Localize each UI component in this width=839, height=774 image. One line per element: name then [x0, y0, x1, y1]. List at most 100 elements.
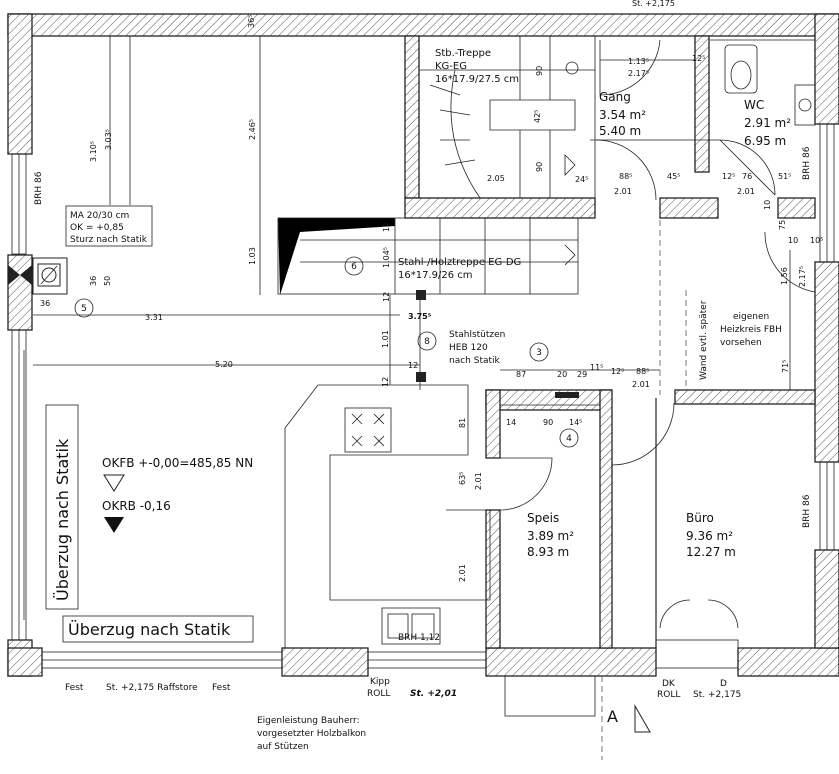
cooktop-burners: [351, 413, 385, 447]
svg-text:A: A: [607, 707, 618, 726]
brh112: BRH 1,12: [398, 633, 440, 643]
top-stair-dim: St. +2,175: [632, 0, 675, 8]
marker-3: 3: [529, 342, 549, 362]
svg-text:36⁵: 36⁵: [247, 15, 256, 28]
svg-text:36: 36: [40, 299, 50, 308]
brh86-right-bottom: BRH 86: [802, 494, 812, 528]
svg-text:12⁵: 12⁵: [692, 54, 705, 63]
svg-text:3.03⁵: 3.03⁵: [104, 129, 113, 150]
svg-text:88⁵: 88⁵: [636, 367, 649, 376]
wall-top: [7, 13, 839, 37]
svg-text:12: 12: [381, 377, 390, 387]
svg-text:51⁵: 51⁵: [778, 172, 791, 181]
wall-right-mid: [814, 261, 839, 463]
svg-text:3.10⁵: 3.10⁵: [89, 141, 98, 162]
svg-text:1.13⁵: 1.13⁵: [628, 57, 649, 66]
svg-text:vorgesetzter Holzbalkon: vorgesetzter Holzbalkon: [257, 729, 366, 739]
bottom-labels: Fest St. +2,175 Raffstore Fest Kipp ROLL…: [65, 677, 741, 700]
svg-text:10⁵: 10⁵: [810, 236, 823, 245]
note-wand: Wand evtl. später: [699, 300, 709, 380]
svg-text:St. +2,175: St. +2,175: [693, 690, 741, 700]
svg-text:nach Statik: nach Statik: [449, 356, 501, 366]
wall-buero-top: [674, 389, 816, 405]
svg-text:DK: DK: [662, 679, 676, 689]
wall-bottom-speis: [485, 647, 657, 677]
svg-text:2.01: 2.01: [737, 187, 755, 196]
wc-basin: [794, 84, 816, 126]
door-gang-bottom: [595, 139, 657, 201]
door-balcony: [659, 599, 739, 629]
ueberzug-vertical: Überzug nach Statik: [45, 404, 79, 610]
room-name: Büro: [686, 511, 714, 525]
svg-text:87: 87: [516, 370, 526, 379]
room-perimeter: 5.40 m: [599, 124, 641, 138]
svg-text:KG-EG: KG-EG: [435, 61, 467, 72]
wall-speis-right: [599, 389, 613, 649]
door-wc: [719, 139, 776, 196]
svg-text:D: D: [720, 679, 727, 689]
wall-gang-bottom: [659, 197, 719, 219]
svg-text:5: 5: [81, 304, 87, 314]
note-heizkreis: eigenen Heizkreis FBH vorsehen: [720, 312, 782, 348]
svg-text:1.03: 1.03: [248, 247, 257, 265]
note-ma-box: MA 20/30 cm OK = +0,85 Sturz nach Statik: [65, 205, 153, 247]
walls: [7, 13, 839, 677]
ueberzug-horizontal: Überzug nach Statik: [62, 615, 254, 643]
svg-text:2.46⁵: 2.46⁵: [248, 119, 257, 140]
wall-speis-top: [485, 389, 612, 411]
svg-text:2.01: 2.01: [632, 380, 650, 389]
svg-text:88⁵: 88⁵: [619, 172, 632, 181]
wc-fixtures: [724, 44, 816, 126]
svg-text:Stb.-Treppe: Stb.-Treppe: [435, 48, 491, 59]
wall-right-low: [814, 549, 839, 649]
svg-text:29: 29: [577, 370, 587, 379]
stair-eg-dg: [277, 217, 579, 295]
cooktop: [344, 407, 392, 453]
svg-text:36: 36: [89, 276, 98, 286]
svg-text:2.17⁵: 2.17⁵: [798, 266, 807, 287]
svg-text:Fest: Fest: [65, 683, 84, 693]
level-okfb: OKFB +-0,00=485,85 NN OKRB -0,16: [102, 456, 253, 533]
svg-text:2.05: 2.05: [487, 174, 505, 183]
svg-text:10: 10: [788, 236, 798, 245]
room-area: 3.54 m²: [599, 108, 646, 122]
svg-text:3: 3: [536, 348, 542, 358]
svg-text:eigenen: eigenen: [733, 312, 769, 322]
svg-text:45⁵: 45⁵: [667, 172, 680, 181]
svg-text:90: 90: [535, 162, 544, 172]
wall-stair-bottom: [404, 197, 596, 219]
kitchen: [284, 384, 491, 648]
svg-text:Überzug nach Statik: Überzug nach Statik: [68, 620, 231, 639]
dimension-lines: [33, 36, 815, 406]
chimney-shaft: [8, 257, 68, 295]
svg-text:ROLL: ROLL: [657, 690, 680, 700]
svg-text:90: 90: [535, 66, 544, 76]
balcony-note: Eigenleistung Bauherr: vorgesetzter Holz…: [257, 675, 596, 752]
svg-text:Stahl-/Holztreppe EG-DG: Stahl-/Holztreppe EG-DG: [398, 257, 521, 268]
svg-text:St. +2,01: St. +2,01: [410, 689, 457, 699]
svg-text:1.56: 1.56: [780, 267, 789, 285]
svg-text:71⁵: 71⁵: [781, 360, 790, 373]
wall-speis-left: [485, 389, 501, 459]
brh86-right-top: BRH 86: [802, 146, 812, 180]
svg-text:auf Stützen: auf Stützen: [257, 742, 309, 752]
svg-text:2.01: 2.01: [474, 472, 483, 490]
svg-text:16*17.9/26 cm: 16*17.9/26 cm: [398, 270, 473, 281]
svg-text:Stahlstützen: Stahlstützen: [449, 330, 505, 340]
room-perimeter: 8.93 m: [527, 545, 569, 559]
svg-text:81: 81: [458, 418, 467, 428]
marker-5: 5: [74, 298, 94, 318]
svg-text:6: 6: [351, 262, 357, 272]
svg-text:63⁵: 63⁵: [458, 472, 467, 485]
svg-text:10: 10: [763, 200, 772, 210]
svg-text:50: 50: [103, 276, 112, 286]
svg-text:12: 12: [382, 222, 391, 232]
svg-text:2.01: 2.01: [458, 564, 467, 582]
toilet: [724, 44, 758, 94]
marker-6: 6: [344, 256, 364, 276]
door-speis: [499, 457, 553, 511]
room-speis: Speis 3.89 m² 8.93 m: [527, 511, 574, 559]
sink: [381, 607, 441, 645]
wall-bottom-right: [737, 647, 839, 677]
svg-text:12⁵: 12⁵: [722, 172, 735, 181]
